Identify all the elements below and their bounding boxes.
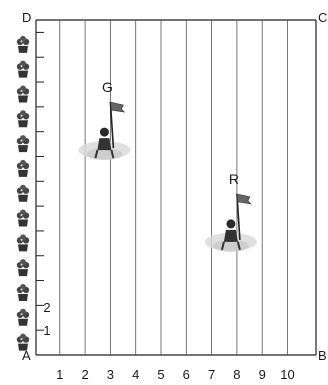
x-tick-label-1: 1: [56, 367, 63, 382]
plant-pot-icon: [18, 319, 28, 326]
plant-pot-icon: [18, 95, 28, 102]
plant-icon: [17, 61, 29, 78]
plant-icon: [17, 309, 29, 326]
plant-icon: [17, 85, 29, 102]
plant-highlight-icon: [21, 313, 23, 315]
plant-icon: [17, 36, 29, 53]
x-tick-label-6: 6: [183, 367, 190, 382]
marker-label-r: R: [229, 171, 239, 187]
left-edge-marks: [36, 32, 44, 330]
y-tick-label-2: 2: [43, 300, 50, 315]
x-tick-label-3: 3: [107, 367, 114, 382]
person-body-icon: [97, 138, 111, 150]
plant-icon: [17, 110, 29, 127]
plant-highlight-icon: [21, 214, 23, 216]
corner-d-label: D: [22, 10, 31, 25]
x-tick-label-7: 7: [208, 367, 215, 382]
plant-highlight-icon: [21, 239, 23, 241]
plant-highlight-icon: [21, 288, 23, 290]
flag-icon: [110, 102, 124, 112]
plant-pot-icon: [18, 120, 28, 127]
plant-pot-icon: [18, 46, 28, 53]
x-tick-label-10: 10: [280, 367, 294, 382]
plant-icon: [17, 135, 29, 152]
y-tick-label-1: 1: [43, 323, 50, 338]
plant-icon: [17, 210, 29, 227]
corner-a-label: A: [22, 348, 31, 363]
plant-icon: [17, 259, 29, 276]
marker-g: G: [78, 79, 130, 160]
x-tick-label-5: 5: [157, 367, 164, 382]
plant-icon: [17, 185, 29, 202]
person-head-icon: [226, 219, 235, 228]
plant-icon: [17, 284, 29, 301]
plant-pot-icon: [18, 170, 28, 177]
plant-column: [17, 36, 29, 351]
x-tick-label-2: 2: [81, 367, 88, 382]
plant-highlight-icon: [21, 90, 23, 92]
plant-highlight-icon: [21, 65, 23, 67]
plant-pot-icon: [18, 294, 28, 301]
plant-highlight-icon: [21, 338, 23, 340]
plant-pot-icon: [18, 244, 28, 251]
x-tick-label-4: 4: [132, 367, 139, 382]
x-tick-label-9: 9: [259, 367, 266, 382]
flag-icon: [237, 194, 251, 204]
plant-pot-icon: [18, 220, 28, 227]
plant-pot-icon: [18, 145, 28, 152]
person-body-icon: [224, 230, 238, 242]
plant-highlight-icon: [21, 264, 23, 266]
plant-icon: [17, 160, 29, 177]
position-markers: GR: [78, 79, 257, 252]
plant-highlight-icon: [21, 140, 23, 142]
plant-pot-icon: [18, 71, 28, 78]
plant-icon: [17, 234, 29, 251]
plant-highlight-icon: [21, 115, 23, 117]
corner-b-label: B: [318, 348, 327, 363]
plant-highlight-icon: [21, 40, 23, 42]
x-tick-label-8: 8: [233, 367, 240, 382]
marker-label-g: G: [102, 79, 113, 95]
person-head-icon: [100, 128, 109, 137]
marker-r: R: [205, 171, 257, 252]
plant-highlight-icon: [21, 189, 23, 191]
vertical-grid-lines: [60, 20, 288, 355]
plant-highlight-icon: [21, 164, 23, 166]
x-axis-ticks: 1 2 3 4 5 6 7 8 9 10: [56, 367, 295, 382]
plant-pot-icon: [18, 269, 28, 276]
corner-c-label: C: [318, 10, 327, 25]
plant-pot-icon: [18, 195, 28, 202]
